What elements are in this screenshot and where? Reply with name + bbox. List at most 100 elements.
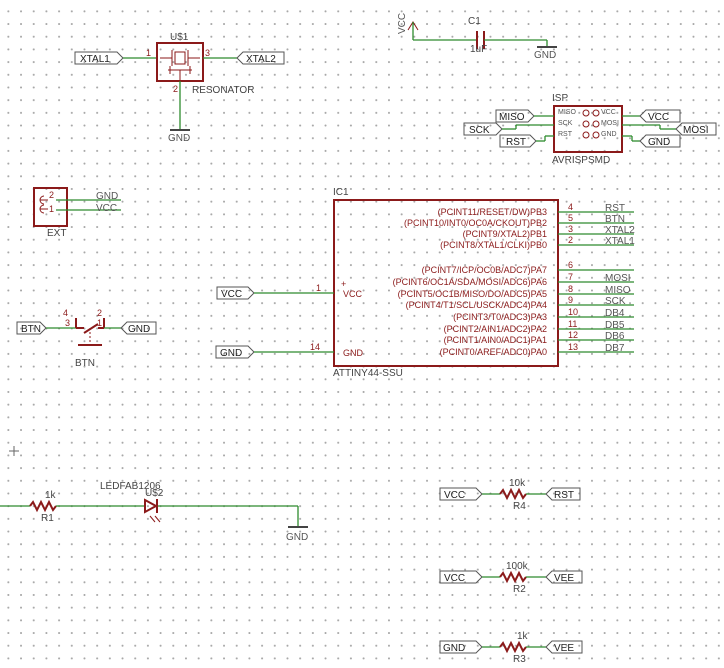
btn-pin3: 3 xyxy=(65,318,70,328)
ic1-pin-number: 9 xyxy=(568,295,573,305)
isp-rst-port-label: RST xyxy=(506,137,526,148)
xtal1-port-label: XTAL1 xyxy=(80,54,110,65)
isp-gnd-port-label: GND xyxy=(648,137,670,148)
r3-group: GND 1k R3 VEE xyxy=(439,631,583,665)
r2-group: VCC 100k R2 VEE xyxy=(439,561,583,595)
r1-value: 1k xyxy=(45,490,57,501)
isp-mosi-port-label: MOSI xyxy=(683,125,709,136)
r2-vcc-port-label: VCC xyxy=(444,573,465,584)
ext-header-body xyxy=(33,187,68,227)
ic1-pin-name: (PCINT3/T0/ADC3)PA3 xyxy=(453,312,547,322)
r2-vcc-port xyxy=(439,570,483,584)
ic1-net-label: BTN xyxy=(605,214,625,225)
ext-connector-group: 2 1 EXT GND VCC xyxy=(33,187,121,239)
ic1-pin-name: (PCINT0/AREF/ADC0)PA0 xyxy=(440,347,547,357)
ic1-pin-number: 7 xyxy=(568,272,573,282)
r1-resistor xyxy=(29,501,57,511)
resonator-gnd-label: GND xyxy=(168,133,190,144)
isp-mosi-port xyxy=(675,122,717,136)
ic1-vcc-pin: 1 xyxy=(316,283,321,293)
r4-vcc-port-label: VCC xyxy=(444,490,465,501)
ic1-net-label: DB7 xyxy=(605,343,625,354)
r4-rst-port-label: RST xyxy=(554,490,574,501)
resonator-crystal xyxy=(174,51,186,65)
isp-pin-label: MOSI xyxy=(601,120,619,127)
button-switch-group: BTN 4 3 2 1 GND BTN xyxy=(16,308,157,369)
isp-pin-label: SCK xyxy=(558,120,573,127)
xtal2-port xyxy=(236,51,285,65)
isp-header-body xyxy=(553,105,623,153)
ic1-net-label: DB4 xyxy=(605,308,625,319)
ic1-pin-name: (PCINT7/ICP/OC0B/ADC7)PA7 xyxy=(422,265,547,275)
ic1-pin-name: (PCINT2/AIN1/ADC2)PA2 xyxy=(444,324,547,334)
resonator-pin1: 1 xyxy=(146,48,151,58)
btn-pin2: 2 xyxy=(97,308,102,318)
r4-rst-port xyxy=(545,487,581,501)
ic1-pin-number: 8 xyxy=(568,284,573,294)
led-indicator-group: 1k R1 LEDFAB1206 U$2 GND xyxy=(0,481,308,543)
origin-marker xyxy=(9,446,19,456)
r1-name: R1 xyxy=(41,513,54,524)
ic1-pin-number: 3 xyxy=(568,224,573,234)
isp-sck-port-label: SCK xyxy=(469,125,490,136)
isp-vcc-port-label: VCC xyxy=(648,112,669,123)
ic1-pin-number: 5 xyxy=(568,213,573,223)
ic1-pin-name: (PCINT4/T1/SCL/USCK/ADC4)PA4 xyxy=(406,300,547,310)
r2-vee-port-label: VEE xyxy=(554,573,574,584)
ic1-net-label: XTAL1 xyxy=(605,236,635,247)
ic1-net-label: MOSI xyxy=(605,273,631,284)
capacitor-name: C1 xyxy=(468,16,481,27)
resonator-name: U$1 xyxy=(170,32,189,43)
isp-gnd-port xyxy=(639,134,681,148)
r3-name: R3 xyxy=(513,654,526,665)
ic1-pin-name: (PCINT10/INT0/OC0A/CKOUT)PB2 xyxy=(404,218,547,228)
led-name: U$2 xyxy=(145,488,164,499)
ic1-pin-name: (PCINT11/RESET/DW)PB3 xyxy=(438,207,547,217)
ic1-vcc-port xyxy=(216,286,255,300)
btn-port xyxy=(16,321,47,335)
ic1-value: ATTINY44-SSU xyxy=(333,368,403,379)
isp-pin-label: RST xyxy=(558,131,573,138)
ic1-net-label: SCK xyxy=(605,296,626,307)
ic1-pin-name: (PCINT5/OC1B/MISO/DO/ADC5)PA5 xyxy=(398,289,547,299)
ic1-pin-number: 13 xyxy=(568,342,578,352)
ext-pin2: 2 xyxy=(49,190,54,200)
isp-pin-label: VCC xyxy=(601,109,616,116)
isp-miso-port xyxy=(495,109,535,123)
btn-gnd-port xyxy=(120,321,157,335)
ic1-pin-number: 12 xyxy=(568,330,578,340)
ic1-pin-number: 2 xyxy=(568,235,573,245)
btn-name: BTN xyxy=(75,358,95,369)
ic1-gnd-label: GND xyxy=(343,348,364,358)
r4-vcc-port xyxy=(439,487,483,501)
resonator-group: XTAL1 1 U$1 RESONATOR 3 XTAL2 2 GND xyxy=(74,32,285,144)
isp-value: AVRISPSMD xyxy=(552,155,610,166)
capacitor-value: 1uF xyxy=(470,44,487,55)
resonator-pin2: 2 xyxy=(173,84,178,94)
r2-vee-port xyxy=(545,570,583,584)
ic1-vcc-label: VCC xyxy=(343,289,363,299)
isp-rst-port xyxy=(499,134,537,148)
ic1-pin-name: (PCINT9/XTAL2)PB1 xyxy=(463,229,547,239)
resonator-value: RESONATOR xyxy=(192,85,254,96)
ic1-vcc-port-label: VCC xyxy=(221,289,242,300)
ic1-net-label: DB6 xyxy=(605,331,625,342)
r4-resistor xyxy=(499,489,527,499)
vcc-net-label: VCC xyxy=(397,13,408,34)
ic1-net-label: MISO xyxy=(605,285,631,296)
btn-gnd-port-label: GND xyxy=(128,324,150,335)
isp-name: ISP xyxy=(552,93,568,104)
ic1-pin-number: 4 xyxy=(568,202,573,212)
r2-resistor xyxy=(499,572,527,582)
r3-gnd-port-label: GND xyxy=(443,643,465,654)
btn-port-label: BTN xyxy=(21,324,41,335)
ic1-pin-name: (PCINT6/OC1A/SDA/MOSI/ADC6)PA6 xyxy=(393,277,547,287)
ic1-pin-number: 10 xyxy=(568,307,578,317)
ic1-pin-number: 6 xyxy=(568,260,573,270)
btn-pin1: 1 xyxy=(97,318,102,328)
ic1-gnd-port-label: GND xyxy=(220,348,242,359)
r3-vee-port-label: VEE xyxy=(554,643,574,654)
r4-value: 10k xyxy=(509,478,526,489)
